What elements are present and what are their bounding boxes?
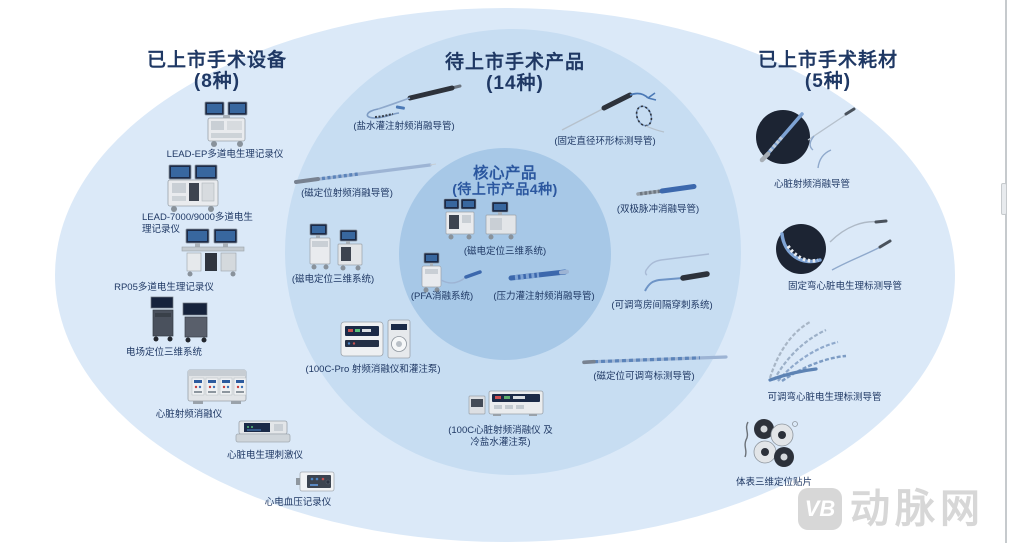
fixed-curve-mapping-catheter-icon [752,214,897,276]
product-label: (盐水灌注射频消融导管) [353,121,455,132]
product-label: (可调弯房间隔穿刺系统) [611,300,713,311]
ecg-bp-recorder-icon [290,470,338,494]
dual-monitor-cart-icon [203,101,251,149]
steerable-curve-catheters-icon [758,318,862,382]
product-label: 心电血压记录仪 [264,497,332,508]
bipolar-pulse-catheter-icon [634,181,700,201]
product-label: (双极脉冲消融导管) [616,204,700,215]
3d-mapping-workstation-icon [440,198,530,242]
section-title-middle: 待上市手术产品 (14种) [420,52,610,95]
septal-puncture-system-icon [643,251,713,296]
product-label: (磁定位射频消融导管) [301,188,393,199]
section-title-middle-text: 待上市手术产品 [444,52,585,73]
section-count-left: (8种) [193,71,241,93]
product-label: (磁定位可调弯标测导管) [593,371,695,382]
section-count-right: (5种) [804,71,852,93]
product-label: (100C心脏射频消融仪 及冷盐水灌注泵) [448,425,553,449]
pfa-ablation-system-icon [414,252,484,294]
vb-logo-icon: VB [798,488,842,530]
section-title-core-text: 核心产品 [472,165,537,182]
product-label: LEAD-7000/9000多道电生理记录仪 [142,212,253,236]
stimulator-console-icon [234,418,292,446]
section-title-core: 核心产品 (待上市产品4种) [405,165,605,198]
section-title-right: 已上市手术耗材 (5种) [738,50,918,93]
3d-mapping-workstation-icon [308,222,370,274]
scrollbar-thumb[interactable] [1001,183,1007,215]
positioning-patches-icon [740,416,800,472]
dark-equipment-carts-icon [147,293,213,345]
magnetic-rf-catheter-icon [288,158,438,188]
product-label: (100C-Pro 射频消融仪和灌注泵) [305,364,441,375]
steerable-mapping-catheter-icon [580,349,732,369]
section-title-left: 已上市手术设备 (8种) [122,50,312,93]
product-label: 固定弯心脏电生理标测导管 [787,281,902,292]
product-label: 心脏射频消融仪 [155,409,223,420]
product-label: RP05多道电生理记录仪 [114,282,214,293]
window-right-border [1005,0,1007,543]
circular-mapping-catheter-icon [556,86,666,134]
product-label: (固定直径环形标测导管) [554,136,656,147]
rf-ablation-unit-icon [185,367,249,407]
product-label: 可调弯心脏电生理标测导管 [767,392,882,403]
dual-monitor-desk-icon [180,228,246,278]
watermark: VB 动脉网 [798,488,985,530]
section-title-left-text: 已上市手术设备 [146,50,287,71]
rf-ablation-catheter-icon [752,100,860,172]
product-label: LEAD-EP多道电生理记录仪 [166,149,284,160]
pressure-ablation-catheter-icon [505,264,571,286]
product-label: (压力灌注射频消融导管) [493,291,595,302]
product-label: 体表三维定位贴片 [735,477,812,488]
section-title-right-text: 已上市手术耗材 [757,50,898,71]
product-label: (PFA消融系统) [410,291,474,302]
watermark-brand-text: 动脉网 [850,487,985,531]
dual-monitor-workstation-icon [165,164,221,214]
product-label: 心脏射频消融导管 [773,179,850,190]
product-label: (磁电定位三维系统) [463,246,547,257]
product-label: 电场定位三维系统 [125,347,202,358]
ablation-console-and-pump-icon [339,317,413,362]
saline-ablation-catheter-icon [352,83,467,121]
section-count-core: (待上市产品4种) [452,181,558,198]
product-label: (磁电定位三维系统) [291,274,375,285]
ablation-console-with-pump-icon [467,387,545,419]
section-count-middle: (14种) [486,73,544,95]
product-label: 心脏电生理刺激仪 [226,450,303,461]
